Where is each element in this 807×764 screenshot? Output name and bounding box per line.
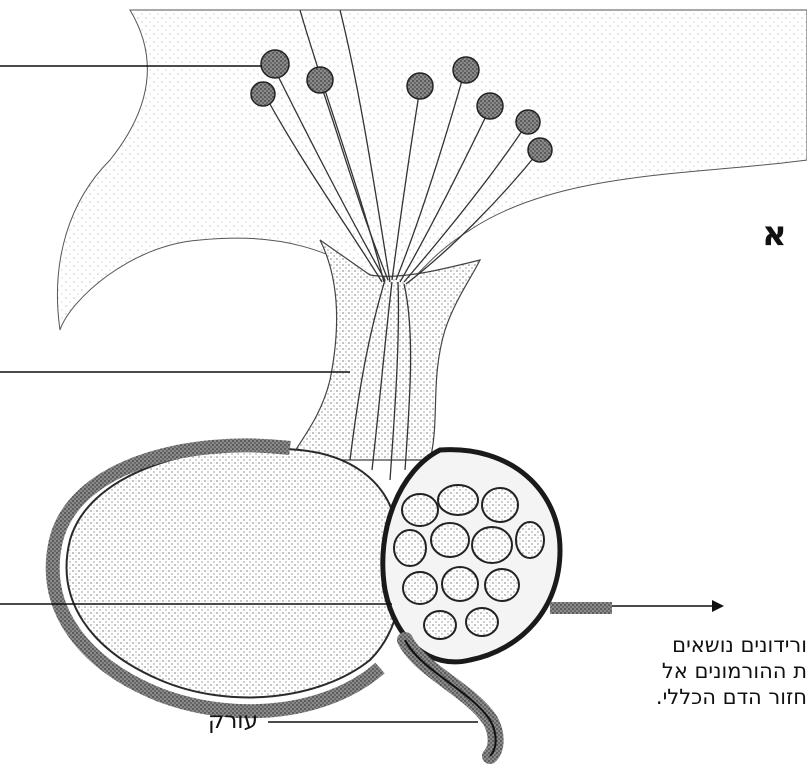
vein-arrow-head <box>712 600 724 612</box>
panel-letter: א <box>762 214 787 254</box>
posterior-lobe <box>67 448 402 697</box>
artery-label: עורק <box>208 708 258 734</box>
veins-caption-line-1: ורידונים נושאים <box>528 632 807 658</box>
veins-caption-line-3: חזור הדם הכללי. <box>528 684 807 710</box>
veins-caption-line-2: ת ההורמונים אל <box>528 658 807 684</box>
veins-caption: ורידונים נושאים ת ההורמונים אל חזור הדם … <box>528 632 807 710</box>
